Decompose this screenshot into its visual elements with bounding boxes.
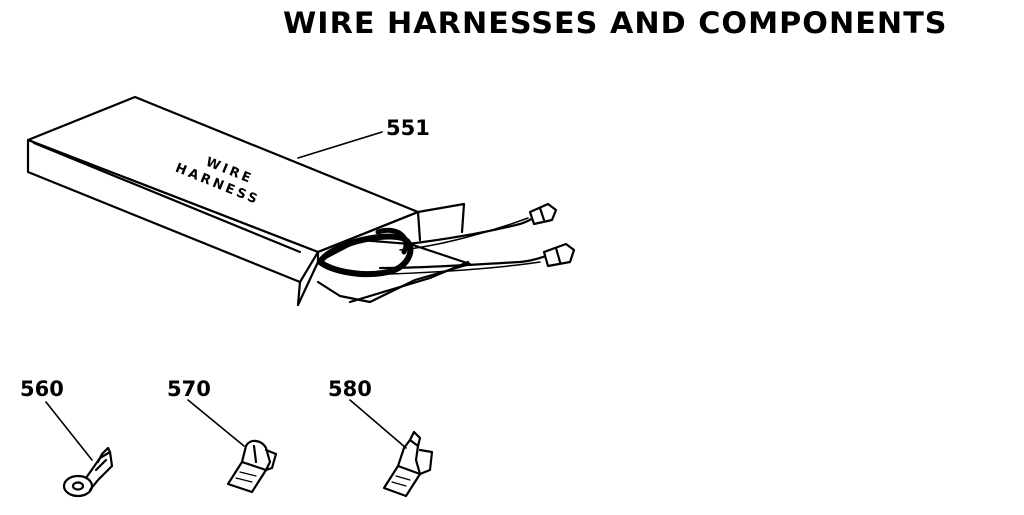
- part-number-580: 580: [328, 377, 372, 401]
- part-number-551: 551: [386, 116, 430, 140]
- part-number-570: 570: [167, 377, 211, 401]
- part-number-560: 560: [20, 377, 64, 401]
- leader-551: [297, 131, 383, 159]
- flag-terminal-570: [187, 399, 278, 494]
- wire-harness-package: [26, 95, 576, 307]
- piggyback-terminal-580: [349, 399, 434, 498]
- ring-terminal-560: [45, 401, 114, 498]
- diagram-title: WIRE HARNESSES AND COMPONENTS: [283, 6, 948, 40]
